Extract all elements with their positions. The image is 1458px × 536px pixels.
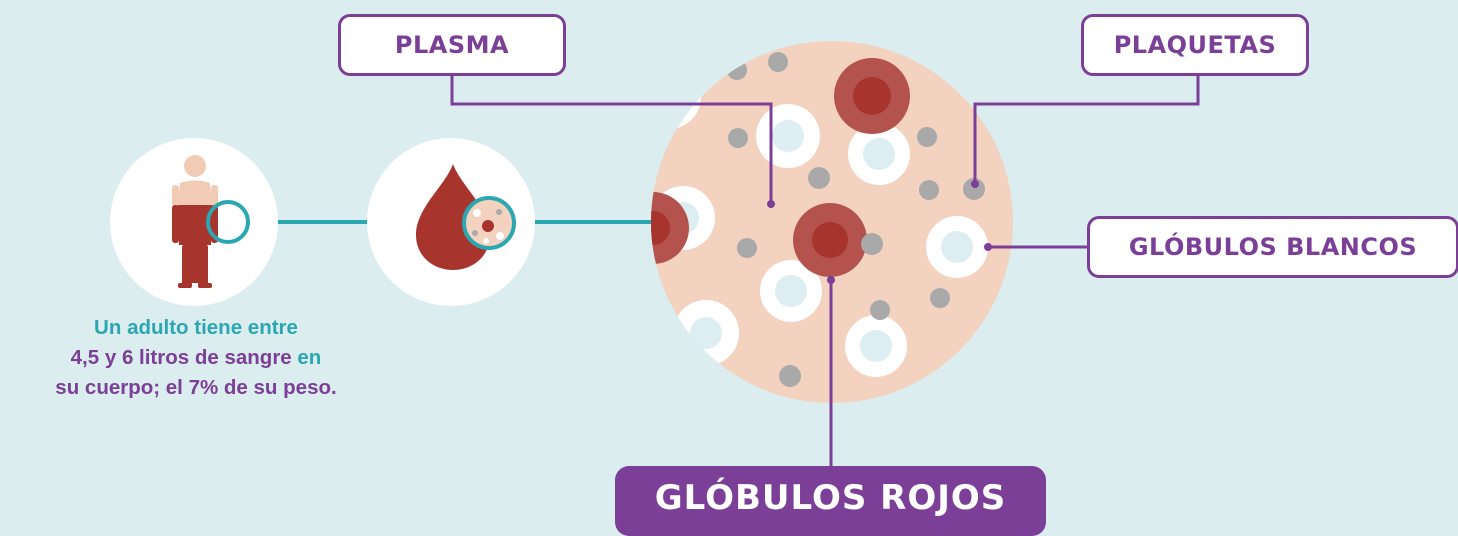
plasma-label: PLASMA [338, 14, 566, 76]
caption-line-1: Un adulto tiene entre [0, 313, 392, 343]
blood-sample-circle [617, 41, 1013, 403]
caption-line-2-text: en [292, 346, 322, 369]
caption-line-3: su cuerpo; el 7% de su peso. [0, 373, 392, 403]
plaquetas-label: PLAQUETAS [1081, 14, 1309, 76]
drop-circle [367, 138, 535, 306]
caption-line-3-text-b: de su peso. [218, 376, 336, 399]
caption-line-1-text: Un adulto tiene entre [94, 316, 298, 339]
caption-line-2: 4,5 y 6 litros de sangre en [0, 343, 392, 373]
human-circle [110, 138, 278, 306]
blood-volume-caption: Un adulto tiene entre 4,5 y 6 litros de … [0, 313, 392, 403]
globulos-rojos-label: GLÓBULOS ROJOS [615, 466, 1046, 536]
globulos-blancos-label: GLÓBULOS BLANCOS [1087, 216, 1458, 278]
caption-line-3-percent: 7% [189, 376, 219, 399]
caption-line-2-highlight: 4,5 y 6 litros de sangre [71, 346, 292, 369]
caption-line-3-text-a: su cuerpo; el [55, 376, 188, 399]
